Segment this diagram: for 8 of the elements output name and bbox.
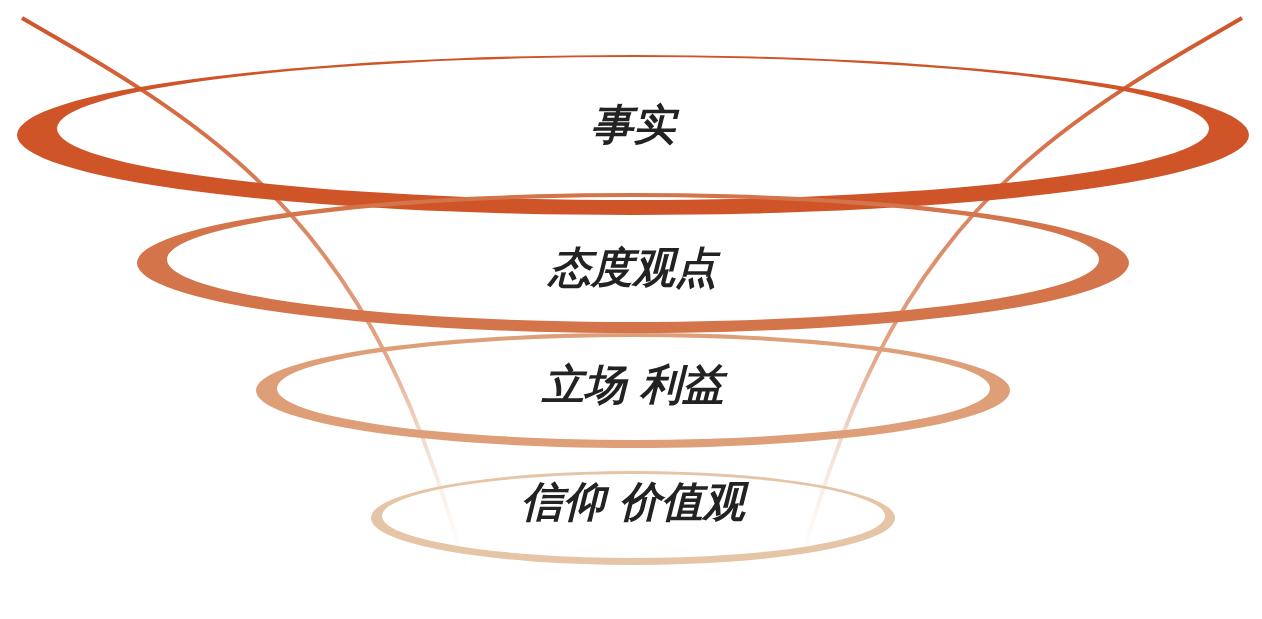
level-label: 信仰 价值观 xyxy=(371,481,895,523)
funnel-ring xyxy=(137,193,1129,333)
level-label: 事实 xyxy=(17,104,1249,146)
level-label: 立场 利益 xyxy=(256,364,1010,406)
funnel-ring xyxy=(371,471,895,565)
funnel-ring xyxy=(256,333,1010,448)
funnel-ring xyxy=(17,55,1249,215)
level-label: 态度观点 xyxy=(137,247,1129,289)
